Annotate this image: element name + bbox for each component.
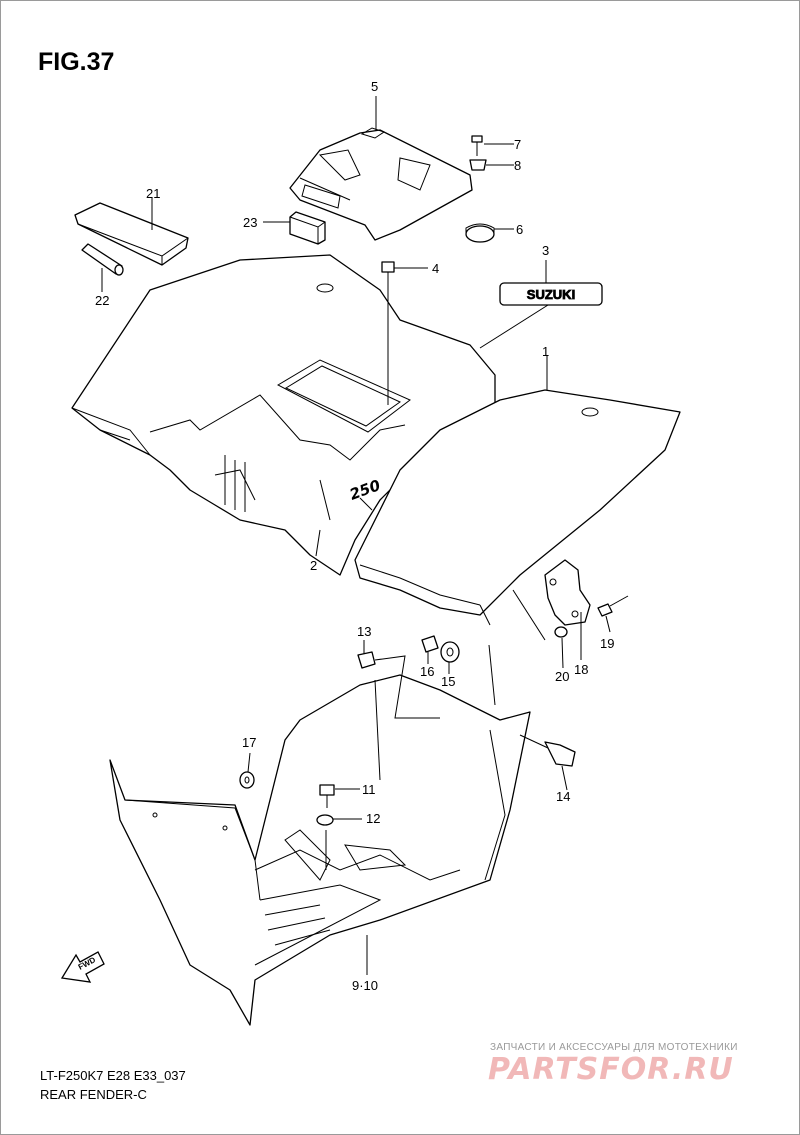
part-bracket xyxy=(544,559,591,626)
callout-23: 23 xyxy=(243,215,257,230)
part-bolt-14 xyxy=(544,741,576,767)
callout-22: 22 xyxy=(95,293,109,308)
part-rear-fender-flap xyxy=(354,389,681,626)
part-washer-20 xyxy=(554,626,568,638)
model-code: LT-F250K7 E28 E33_037 xyxy=(40,1068,186,1083)
part-nut-8 xyxy=(469,159,487,171)
part-plug-6 xyxy=(465,223,495,243)
callout-5: 5 xyxy=(371,79,378,94)
callout-6: 6 xyxy=(516,222,523,237)
callout-18: 18 xyxy=(574,662,588,677)
callout-4: 4 xyxy=(432,261,439,276)
part-footrest-fender xyxy=(109,674,531,1026)
callout-20: 20 xyxy=(555,669,569,684)
part-spacer xyxy=(81,243,124,276)
callout-3: 3 xyxy=(542,243,549,258)
part-name: REAR FENDER-C xyxy=(40,1087,147,1102)
part-nut-16 xyxy=(421,635,439,653)
callout-21: 21 xyxy=(146,186,160,201)
callout-13: 13 xyxy=(357,624,371,639)
part-emblem: SUZUKI xyxy=(499,282,603,306)
callout-1: 1 xyxy=(542,344,549,359)
callout-labels: 5 7 8 6 21 23 3 4 22 1 2 19 18 20 13 16 … xyxy=(95,79,614,993)
callout-12: 12 xyxy=(366,811,380,826)
callout-7: 7 xyxy=(514,137,521,152)
part-bolt-4 xyxy=(381,261,395,290)
callout-9-10: 9·10 xyxy=(352,978,378,993)
part-clip-13 xyxy=(357,651,376,669)
part-pad xyxy=(74,202,189,266)
part-cover xyxy=(289,127,473,241)
callout-14: 14 xyxy=(556,789,570,804)
callout-16: 16 xyxy=(420,664,434,679)
callout-2: 2 xyxy=(310,558,317,573)
fwd-arrow-icon: FWD xyxy=(60,951,105,983)
callout-19: 19 xyxy=(600,636,614,651)
part-washer-17 xyxy=(239,771,255,789)
part-foam-block xyxy=(289,211,326,245)
callout-11: 11 xyxy=(362,782,376,797)
watermark-logo: PARTSFOR.RU xyxy=(488,1052,734,1087)
leader-lines xyxy=(101,96,611,975)
watermark-tagline: ЗАПЧАСТИ И АКСЕССУАРЫ ДЛЯ МОТОТЕХНИКИ xyxy=(490,1042,738,1053)
part-bolt-11 xyxy=(319,784,335,808)
callout-17: 17 xyxy=(242,735,256,750)
part-bolt-7 xyxy=(471,135,483,156)
callout-15: 15 xyxy=(441,674,455,689)
callout-8: 8 xyxy=(514,158,521,173)
emblem-text: SUZUKI xyxy=(527,287,575,302)
figure-title: FIG.37 xyxy=(38,48,115,76)
part-washer-15 xyxy=(440,641,460,663)
part-washer-12 xyxy=(316,814,334,826)
part-screw-19 xyxy=(597,595,629,617)
